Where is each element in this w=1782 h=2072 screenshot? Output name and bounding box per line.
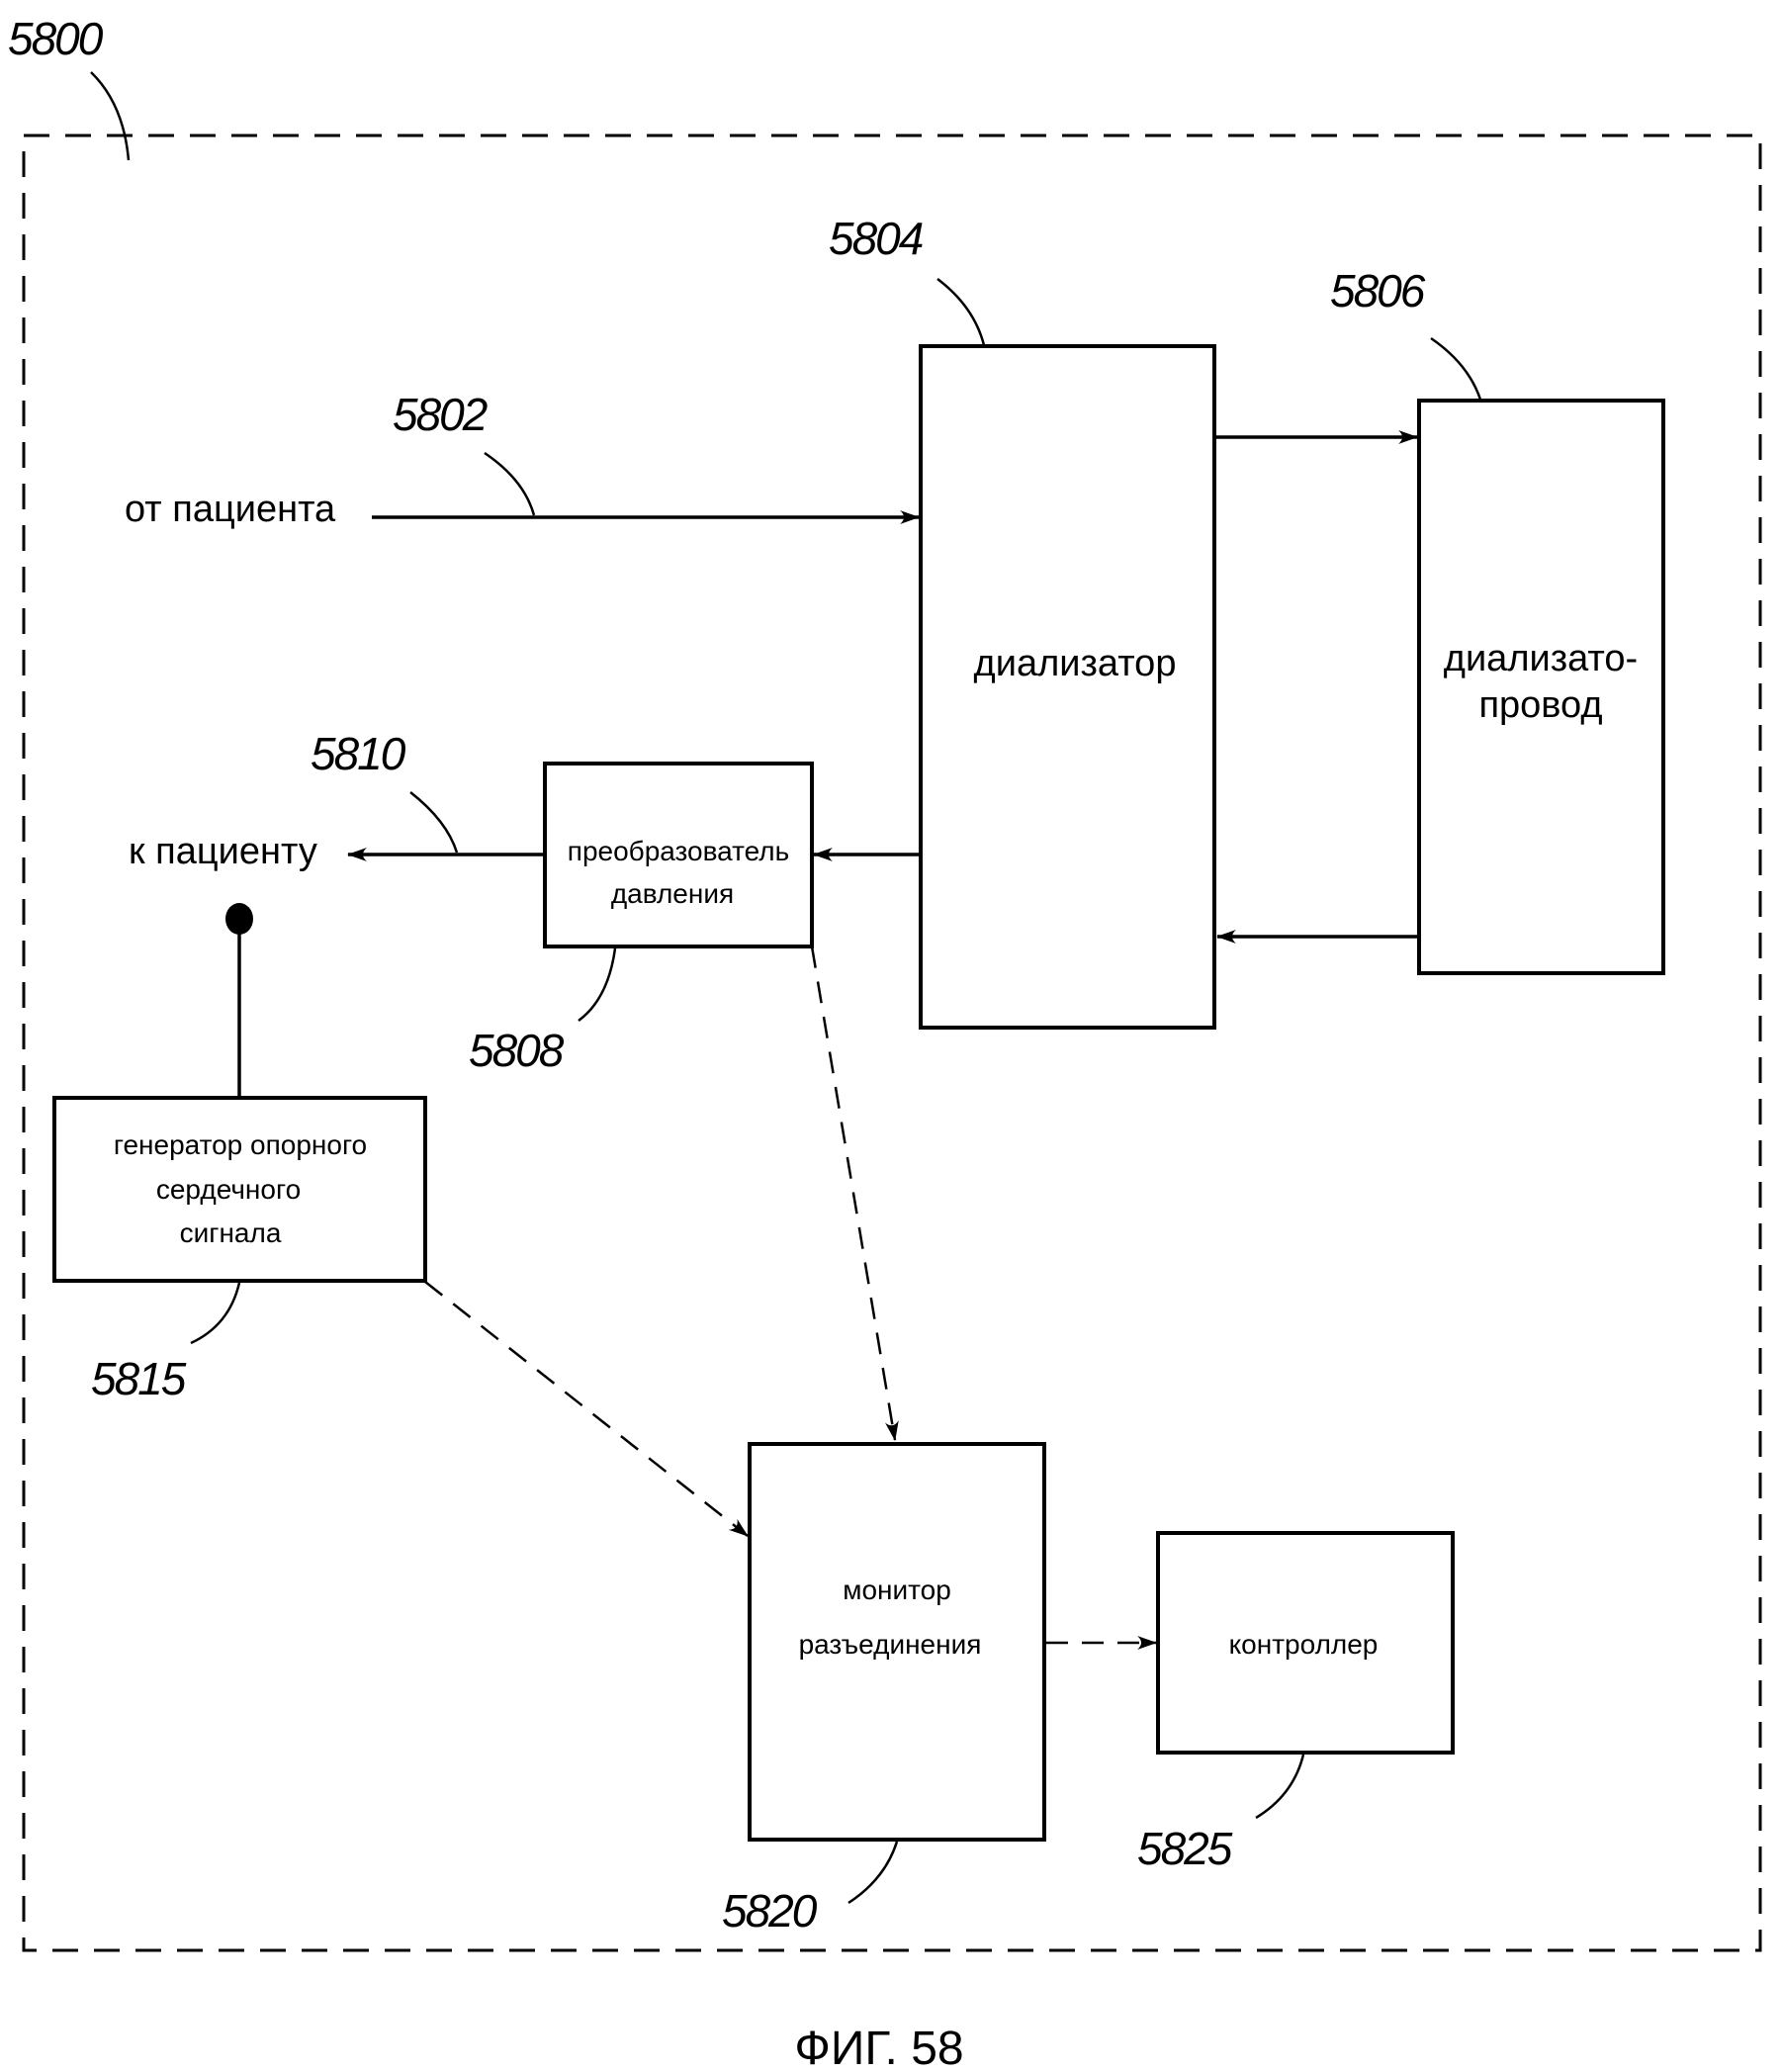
cardiac-reference-text-2: сердечного: [156, 1174, 301, 1205]
controller-text: контроллер: [1229, 1629, 1379, 1660]
cardiac-reference-ref-label: 5815: [91, 1353, 187, 1404]
dialyzer-ref-leader: [937, 279, 984, 345]
dialyzer-block: [921, 346, 1214, 1028]
dialysate-line-text-1: диализато-: [1444, 638, 1638, 679]
disconnect-monitor-ref-label: 5820: [722, 1885, 818, 1937]
disconnect-monitor-text-1: монитор: [843, 1575, 951, 1605]
controller-ref-leader: [1256, 1755, 1303, 1818]
disconnect-monitor-ref-leader: [848, 1842, 897, 1903]
cardiac-reference-text-3: сигнала: [180, 1217, 282, 1248]
signal-transducer-to-monitor: [812, 946, 895, 1440]
cardiac-reference-text-1: генератор опорного: [114, 1129, 367, 1160]
dialysate-line-ref-leader: [1431, 338, 1480, 400]
from-patient-label: от пациента: [125, 489, 336, 530]
dialysate-line-text-2: провод: [1478, 684, 1602, 726]
to-patient-ref-label: 5810: [311, 728, 406, 779]
pressure-transducer-ref-leader: [579, 948, 615, 1021]
pressure-transducer-text-2: давления: [611, 878, 734, 909]
dialysate-line-ref-label: 5806: [1330, 265, 1426, 316]
dialyzer-ref-label: 5804: [829, 213, 923, 264]
pressure-transducer-text-1: преобразователь: [568, 836, 789, 866]
dialyzer-text: диализатор: [974, 643, 1177, 684]
system-ref-label: 5800: [8, 13, 104, 64]
to-patient-label: к пациенту: [129, 831, 317, 872]
pressure-transducer-ref-label: 5808: [469, 1025, 565, 1076]
figure-caption: ФИГ. 58: [794, 2023, 963, 2072]
cardiac-reference-ref-leader: [191, 1283, 239, 1343]
controller-ref-label: 5825: [1137, 1823, 1233, 1874]
disconnect-monitor-text-2: разъединения: [799, 1629, 982, 1660]
to-patient-ref-leader: [410, 792, 457, 853]
system-ref-leader: [91, 72, 129, 160]
from-patient-ref-label: 5802: [393, 389, 488, 440]
from-patient-ref-leader: [485, 453, 534, 515]
signal-cardiac-to-monitor: [425, 1282, 748, 1536]
